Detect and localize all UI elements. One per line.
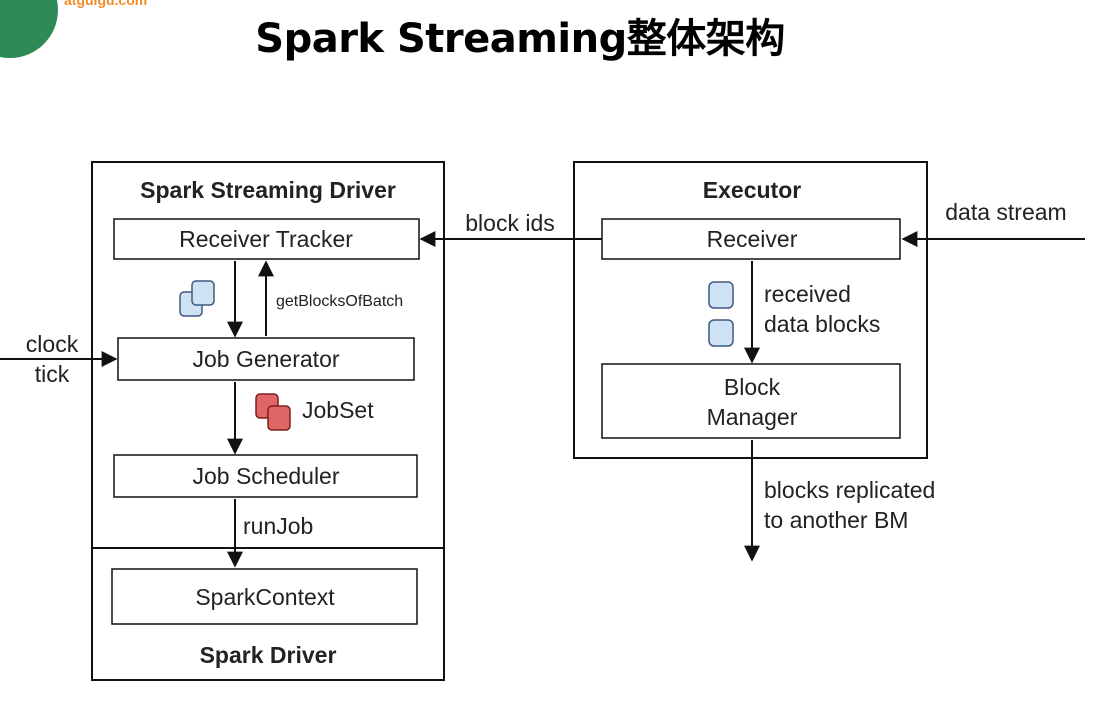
received-blocks-icon — [708, 281, 734, 347]
spark-driver-box — [91, 547, 445, 681]
spark-driver-label: Spark Driver — [200, 642, 337, 668]
spark-context-box — [111, 568, 418, 625]
get-blocks-label: getBlocksOfBatch — [276, 293, 403, 310]
block-manager-box — [601, 363, 901, 439]
tick-label: tick — [35, 361, 70, 387]
receiver-tracker-box — [113, 218, 420, 260]
page-title: Spark Streaming整体架构 — [255, 16, 785, 62]
executor-box — [573, 161, 928, 459]
job-generator-label: Job Generator — [192, 346, 339, 372]
clock-label: clock — [26, 331, 79, 357]
received-label-line2: data blocks — [764, 311, 880, 337]
received-label-line1: received — [764, 281, 851, 307]
streaming-driver-title: Spark Streaming Driver — [140, 177, 396, 203]
jobset-icon — [255, 393, 291, 431]
block-manager-label-line1: Block — [724, 374, 781, 400]
logo-text: atguigu.com — [64, 0, 148, 8]
block-ids-label: block ids — [465, 210, 554, 236]
run-job-label: runJob — [243, 513, 313, 539]
replicated-label-line2: to another BM — [764, 507, 908, 533]
blocks-icon — [179, 280, 215, 317]
job-generator-box — [117, 337, 415, 381]
executor-title: Executor — [703, 177, 801, 203]
logo — [0, 0, 60, 65]
jobset-label: JobSet — [302, 397, 374, 423]
data-stream-label: data stream — [945, 199, 1066, 225]
replicated-label-line1: blocks replicated — [764, 477, 935, 503]
job-scheduler-label: Job Scheduler — [192, 463, 339, 489]
job-scheduler-box — [113, 454, 418, 498]
receiver-box — [601, 218, 901, 260]
receiver-label: Receiver — [707, 226, 798, 252]
logo-icon — [0, 0, 58, 58]
spark-context-label: SparkContext — [195, 584, 335, 610]
receiver-tracker-label: Receiver Tracker — [179, 226, 353, 252]
block-manager-label-line2: Manager — [707, 404, 798, 430]
